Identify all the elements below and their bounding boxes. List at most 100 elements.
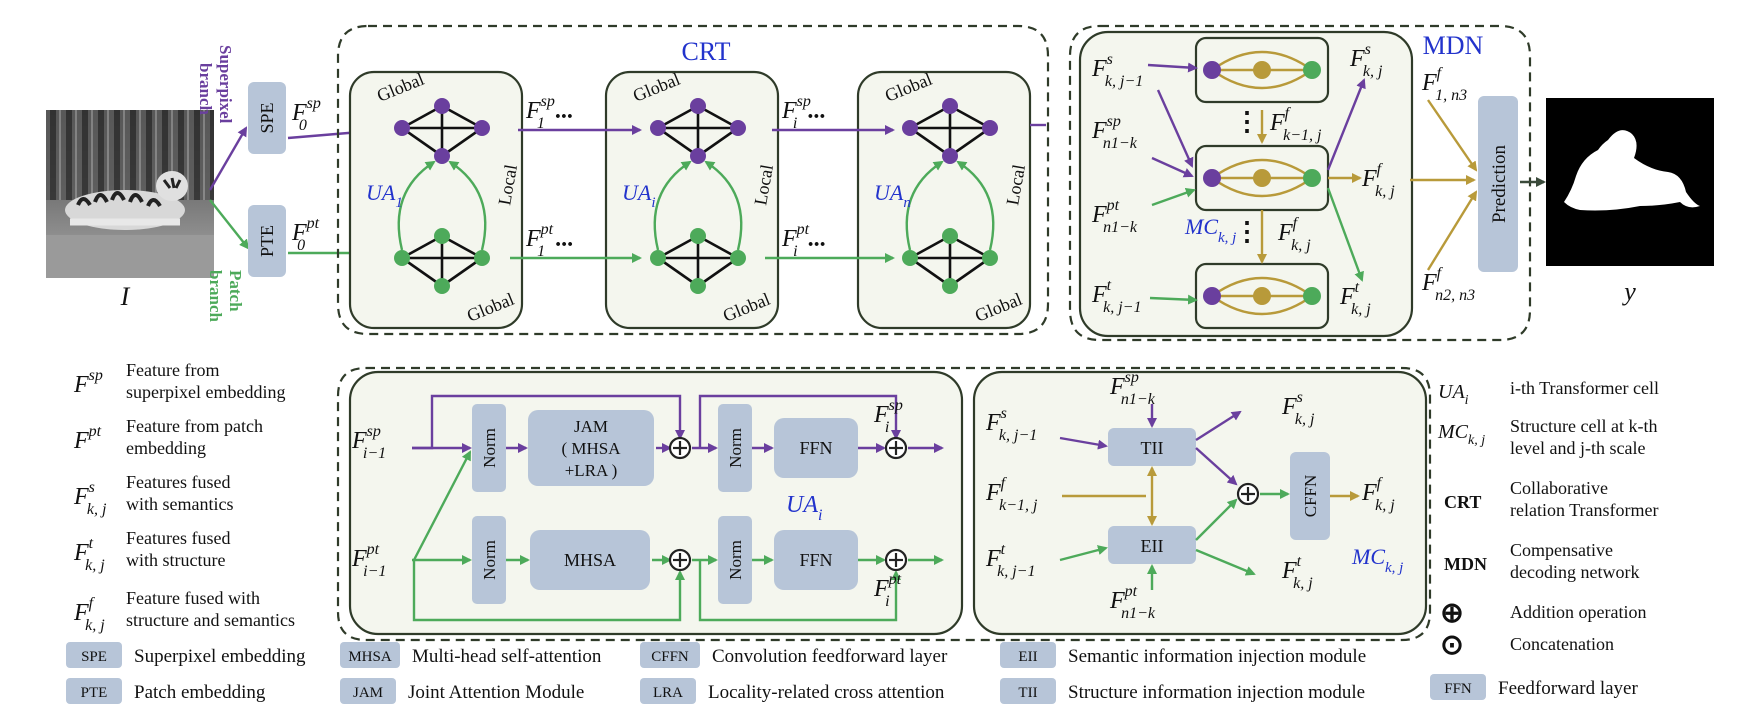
bottom-legend-item: PTE Patch embedding [66, 678, 266, 704]
svg-text:JAM: JAM [353, 685, 383, 701]
svg-text:with structure: with structure [126, 550, 225, 570]
bottom-legend-item: EII Semantic information injection module [1000, 642, 1366, 668]
svg-text:Feature from: Feature from [126, 360, 219, 380]
right-legend-item: ⊙ Concatenation [1440, 630, 1614, 661]
svg-text:Concatenation: Concatenation [1510, 634, 1614, 654]
svg-text:Features fused: Features fused [126, 528, 230, 548]
prediction-label: Prediction [1489, 144, 1510, 223]
pte-module [248, 205, 286, 277]
svg-text:EII: EII [1018, 649, 1037, 665]
jam-box [528, 410, 654, 486]
mhsa-label: MHSA [564, 550, 616, 570]
mc-block-2 [1194, 144, 1330, 212]
ffn-box-2 [774, 530, 858, 590]
svg-text:superpixel embedding: superpixel embedding [126, 382, 285, 402]
svg-text:Ftk, j: Ftk, j [73, 535, 105, 574]
add-icon [668, 548, 692, 572]
spe-module [248, 82, 286, 154]
mdn-region [1068, 24, 1532, 342]
superpixel-branch-label: Superpixelbranch [196, 45, 235, 124]
svg-text:CFFN: CFFN [651, 649, 689, 665]
svg-text:MDN: MDN [1444, 554, 1487, 574]
mc-cell-label: MCk, j [1351, 544, 1403, 576]
mc-dots-top: ⋮ [1234, 107, 1260, 136]
input-label: I [120, 282, 131, 311]
svg-text:Patch embedding: Patch embedding [134, 682, 266, 703]
eii-label: EII [1141, 536, 1164, 556]
svg-text:level and j-th scale: level and j-th scale [1510, 438, 1645, 458]
ffn-box-1 [774, 418, 858, 478]
patch-branch-label: Patchbranch [206, 270, 245, 323]
svg-text:MHSA: MHSA [348, 649, 392, 665]
svg-text:Compensative: Compensative [1510, 540, 1613, 560]
svg-text:Ffk, j: Ffk, j [73, 595, 105, 634]
svg-text:⊕: ⊕ [1440, 598, 1463, 629]
jam-line1: JAM [574, 417, 608, 436]
detail-region [336, 366, 1432, 642]
mc-dots-bottom: ⋮ [1234, 217, 1260, 246]
bottom-legend-item: FFN Feedforward layer [1430, 674, 1638, 700]
norm-box-1 [472, 404, 506, 492]
svg-text:Feature fused with: Feature fused with [126, 588, 260, 608]
svg-text:SPE: SPE [81, 649, 107, 665]
tii-box [1108, 428, 1196, 466]
mhsa-box [530, 530, 650, 590]
ua-cell-1-label: UA1 [366, 180, 403, 211]
spe-label: SPE [257, 102, 277, 133]
cffn-box [1290, 452, 1330, 540]
mc-block-3 [1194, 262, 1330, 330]
norm-box-2 [472, 516, 506, 604]
svg-text:CRT: CRT [1444, 492, 1481, 512]
svg-text:Addition operation: Addition operation [1510, 602, 1646, 622]
svg-text:Structure information injectio: Structure information injection module [1068, 682, 1365, 703]
crt-region [336, 24, 1050, 336]
norm-label-2: Norm [480, 540, 499, 580]
ua-cell-detail [348, 370, 964, 636]
svg-text:Convolution feedforward layer: Convolution feedforward layer [712, 646, 948, 667]
tii-label: TII [1141, 438, 1164, 458]
svg-text:Fpt: Fpt [73, 423, 102, 454]
norm-label-4: Norm [726, 540, 745, 580]
jam-line3: +LRA ) [565, 461, 618, 480]
svg-text:Semantic information injection: Semantic information injection module [1068, 646, 1366, 667]
svg-text:FFN: FFN [1444, 681, 1472, 697]
output-label: y [1621, 277, 1636, 306]
svg-text:PTE: PTE [81, 685, 108, 701]
norm-box-3 [718, 404, 752, 492]
svg-text:with semantics: with semantics [126, 494, 233, 514]
svg-text:Feedforward layer: Feedforward layer [1498, 678, 1638, 699]
svg-text:⊙: ⊙ [1440, 630, 1463, 661]
right-legend-item: ⊕ Addition operation [1440, 598, 1646, 629]
ffn-label-1: FFN [799, 438, 832, 458]
svg-text:LRA: LRA [653, 685, 683, 701]
input-image [46, 110, 214, 278]
jam-line2: ( MHSA [561, 439, 621, 458]
svg-text:decoding network: decoding network [1510, 562, 1639, 582]
crt-title: CRT [681, 37, 730, 66]
svg-text:structure and semantics: structure and semantics [126, 610, 295, 630]
svg-text:MCk, j: MCk, j [1437, 421, 1485, 448]
pte-label: PTE [257, 225, 277, 257]
svg-text:Feature from patch: Feature from patch [126, 416, 263, 436]
eii-box [1108, 526, 1196, 564]
